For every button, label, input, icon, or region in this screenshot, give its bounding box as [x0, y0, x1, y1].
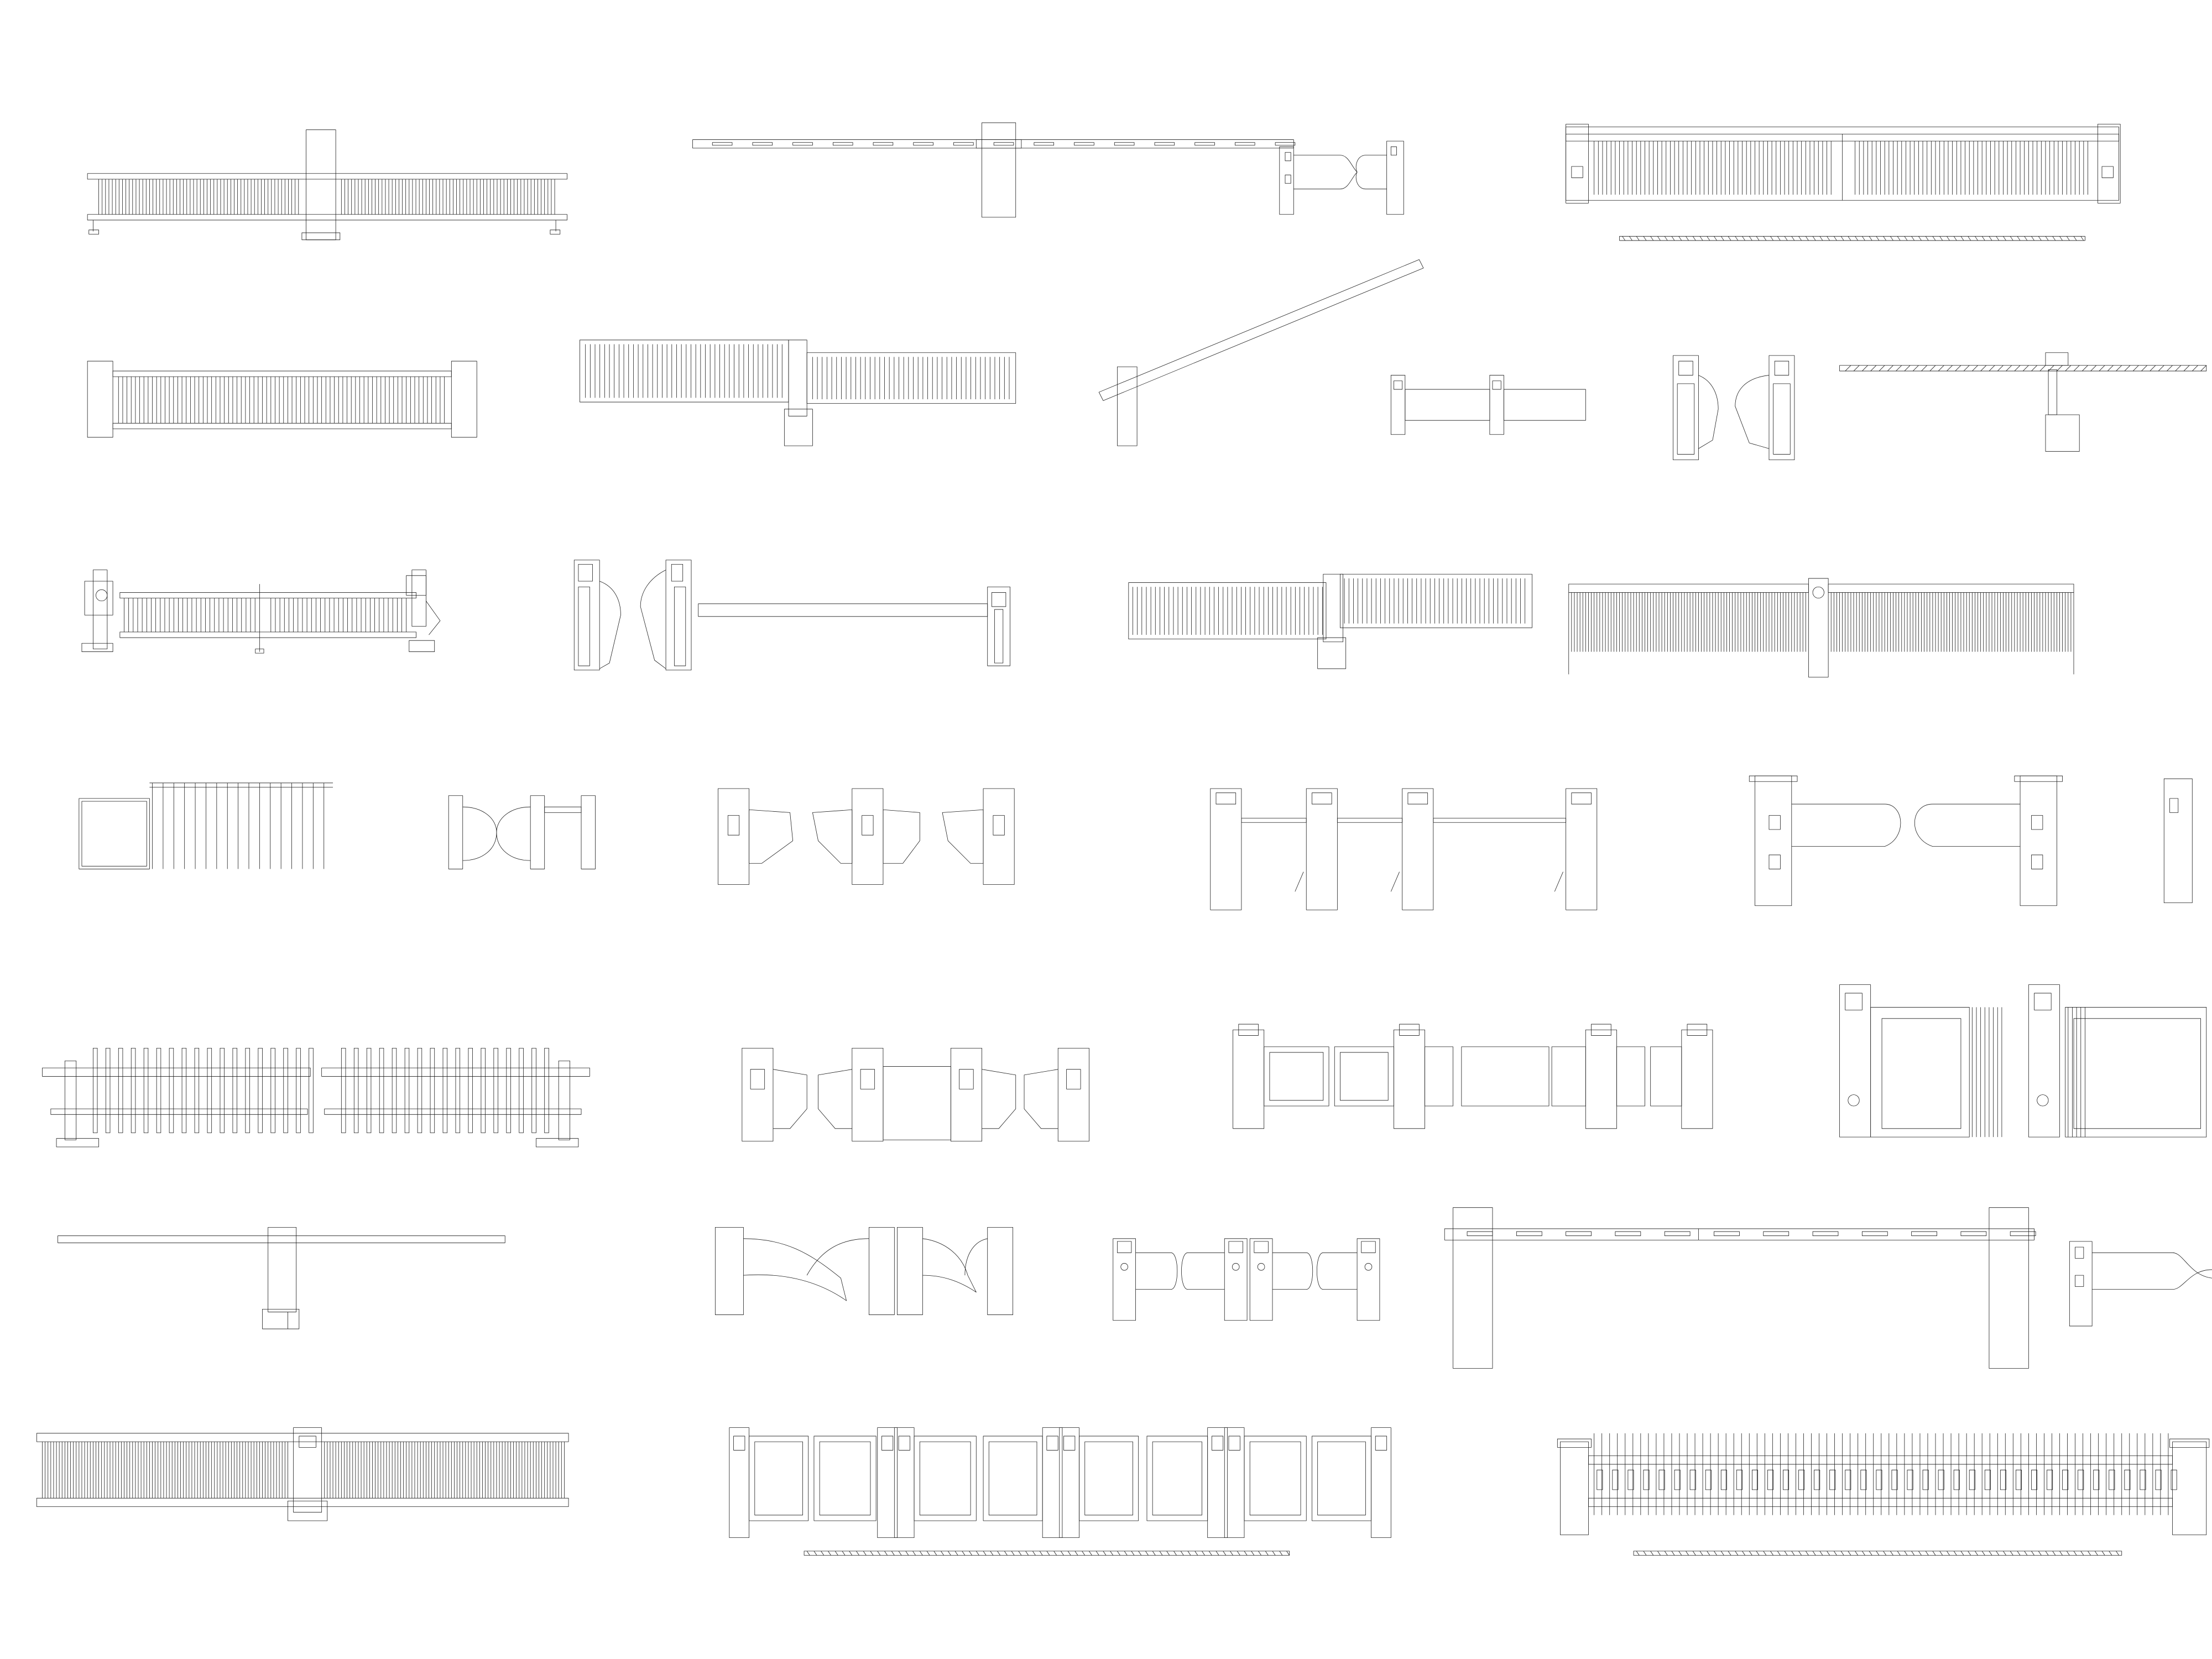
slatted-pedestrian-gate [79, 783, 333, 869]
wing-gates-with-boom-arm [574, 560, 1010, 670]
long-boom-barrier-with-swing-gate [693, 123, 1404, 217]
cross-boom-barrier [58, 1227, 505, 1329]
partial-swing-gate [2069, 1241, 2212, 1326]
wide-boom-barrier-twin-posts [1444, 1208, 2036, 1369]
curtain-fence-gate [1569, 578, 2074, 677]
triple-wing-barrier [718, 789, 1014, 884]
slatted-gate-with-center-post [580, 340, 1015, 446]
swing-arm-barrier-pair [1749, 776, 2192, 906]
motorized-folding-gate [82, 570, 440, 654]
picket-sliding-gate-with-rail [1557, 1433, 2209, 1556]
curved-flap-barrier [715, 1227, 1013, 1314]
raised-boom-barrier [1099, 259, 1423, 446]
sliding-fence-gate-with-center-post [87, 130, 567, 240]
dense-slat-sliding-gate [36, 1428, 568, 1521]
picket-fence-gate [43, 1048, 590, 1147]
sliding-fence-gate-with-end-pillars [87, 361, 477, 437]
slatted-gate-with-offset-post [1129, 574, 1532, 669]
swing-turnstile [448, 796, 595, 869]
double-panel-sliding-gate-with-rail [1566, 124, 2121, 240]
glass-swing-gate-row [729, 1428, 1391, 1556]
hatched-boom-barrier [1840, 353, 2206, 452]
wing-barrier-pair [1673, 356, 1794, 460]
tripod-turnstile-row [1211, 789, 1597, 910]
glass-panel-barrier-row [1233, 1024, 1713, 1129]
tripod-turnstile-pair [1391, 375, 1585, 435]
gate-elements [36, 123, 2212, 1556]
quad-wing-barrier [742, 1048, 1089, 1141]
full-height-glass-gate [1840, 985, 2206, 1138]
